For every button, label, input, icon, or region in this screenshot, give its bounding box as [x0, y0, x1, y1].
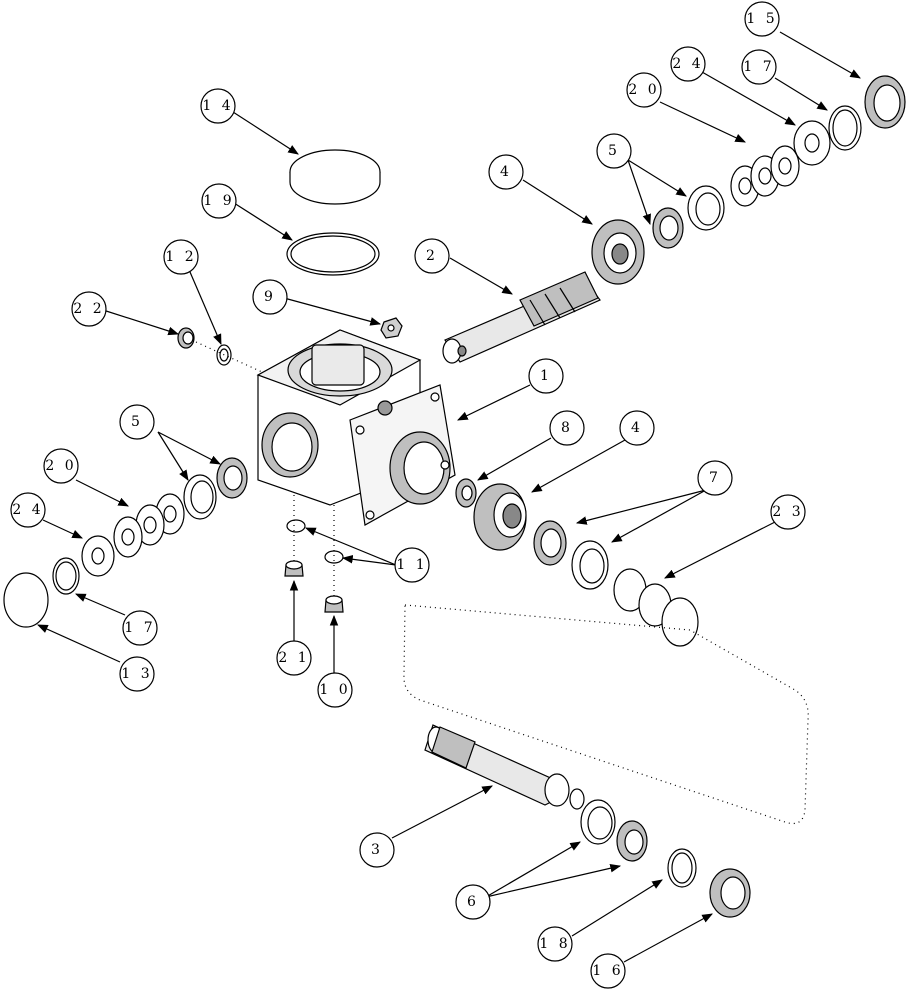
svg-text:2 0: 2 0: [628, 82, 659, 98]
svg-text:1 7: 1 7: [124, 620, 155, 636]
svg-text:1 9: 1 9: [203, 193, 234, 209]
part-plug-22: [177, 327, 195, 349]
callouts: 1 2 3 4 4 5 5 6 7 8 9 1 0 1 1 1 2 1 3 1 …: [10, 1, 806, 989]
part-shims-left: [113, 493, 185, 558]
callout-14[interactable]: 1 4: [200, 88, 236, 124]
svg-text:1 6: 1 6: [592, 963, 623, 979]
svg-text:2 0: 2 0: [45, 458, 76, 474]
callout-17-left[interactable]: 1 7: [122, 610, 158, 646]
part-nut-8: [455, 478, 477, 508]
parts-illustration: [3, 75, 906, 918]
callout-5-left[interactable]: 5: [119, 404, 155, 440]
part-seal-upper: [864, 75, 906, 129]
svg-text:1 4: 1 4: [202, 98, 233, 114]
part-washer-upper: [793, 120, 831, 166]
svg-text:2 4: 2 4: [672, 56, 703, 72]
svg-text:8: 8: [561, 420, 573, 436]
callout-2[interactable]: 2: [414, 238, 450, 274]
callout-5-upper[interactable]: 5: [596, 133, 632, 169]
callout-22[interactable]: 2 2: [71, 291, 107, 327]
callout-6[interactable]: 6: [455, 884, 491, 920]
callout-21[interactable]: 2 1: [276, 640, 312, 676]
svg-text:2 3: 2 3: [772, 504, 803, 520]
callout-4-upper[interactable]: 4: [488, 154, 524, 190]
callout-12[interactable]: 1 2: [163, 239, 199, 275]
svg-text:5: 5: [608, 143, 620, 159]
part-bearing-lower-7: [533, 520, 609, 590]
part-bevel-gear-upper: [591, 219, 645, 285]
svg-text:1: 1: [540, 368, 552, 384]
part-bevel-gear-lower: [473, 483, 527, 551]
part-shims-upper: [730, 145, 800, 207]
callout-4-lower[interactable]: 4: [619, 410, 655, 446]
svg-text:1 8: 1 8: [539, 936, 570, 952]
dotted-assembly-outline: [403, 604, 809, 825]
svg-text:9: 9: [264, 289, 276, 305]
callout-15[interactable]: 1 5: [744, 1, 780, 37]
svg-text:1 1: 1 1: [396, 557, 427, 573]
callout-8[interactable]: 8: [549, 410, 585, 446]
callout-17-upper[interactable]: 1 7: [741, 49, 777, 85]
part-plug-21: [284, 560, 304, 577]
leader-lines: [37, 31, 861, 963]
callout-3[interactable]: 3: [359, 832, 395, 868]
svg-text:2 4: 2 4: [12, 502, 43, 518]
callout-10[interactable]: 1 0: [317, 672, 353, 708]
callout-18[interactable]: 1 8: [537, 926, 573, 962]
svg-text:1 2: 1 2: [165, 249, 196, 265]
callout-16[interactable]: 1 6: [590, 953, 626, 989]
callout-20-upper[interactable]: 2 0: [626, 72, 662, 108]
part-input-shaft-2: [442, 271, 601, 364]
part-snap-ring-left: [52, 557, 80, 595]
callout-7[interactable]: 7: [697, 460, 733, 496]
svg-text:1 0: 1 0: [319, 682, 350, 698]
svg-text:4: 4: [631, 420, 643, 436]
callout-1[interactable]: 1: [528, 358, 564, 394]
part-washer-12: [216, 344, 232, 366]
svg-text:1 5: 1 5: [746, 11, 777, 27]
svg-text:2: 2: [426, 248, 438, 264]
part-output-shaft-3: [424, 724, 585, 810]
part-plug-10: [324, 595, 344, 613]
callout-11[interactable]: 1 1: [394, 547, 430, 583]
svg-text:6: 6: [467, 894, 479, 910]
svg-text:3: 3: [371, 842, 383, 858]
svg-text:1 3: 1 3: [121, 666, 152, 682]
svg-text:1 7: 1 7: [743, 59, 774, 75]
part-cap-13: [3, 572, 49, 628]
callout-24-upper[interactable]: 2 4: [670, 46, 706, 82]
callout-23[interactable]: 2 3: [770, 494, 806, 530]
callout-20-left[interactable]: 2 0: [43, 448, 79, 484]
callout-13[interactable]: 1 3: [119, 656, 155, 692]
part-breather-9: [380, 317, 403, 339]
part-washer-11b: [324, 550, 344, 564]
svg-text:7: 7: [709, 470, 721, 486]
part-cover-plate: [289, 149, 381, 205]
part-snap-ring-18: [667, 848, 697, 888]
part-washer-left: [81, 535, 115, 577]
svg-text:5: 5: [131, 414, 143, 430]
callout-9[interactable]: 9: [252, 279, 288, 315]
part-shims-lower-23: [613, 568, 699, 647]
svg-text:2 2: 2 2: [73, 301, 104, 317]
svg-text:4: 4: [500, 164, 512, 180]
part-snap-ring-19: [286, 232, 380, 276]
part-washer-11a: [286, 519, 306, 533]
part-bearing-output-6: [580, 799, 648, 862]
callout-19[interactable]: 1 9: [201, 183, 237, 219]
part-housing: [256, 329, 456, 526]
part-bearing-upper: [652, 185, 725, 249]
part-seal-16: [709, 868, 751, 918]
part-snap-ring-upper: [828, 105, 862, 151]
callout-24-left[interactable]: 2 4: [10, 492, 46, 528]
part-bearing-left: [183, 457, 248, 520]
svg-text:2 1: 2 1: [278, 650, 309, 666]
